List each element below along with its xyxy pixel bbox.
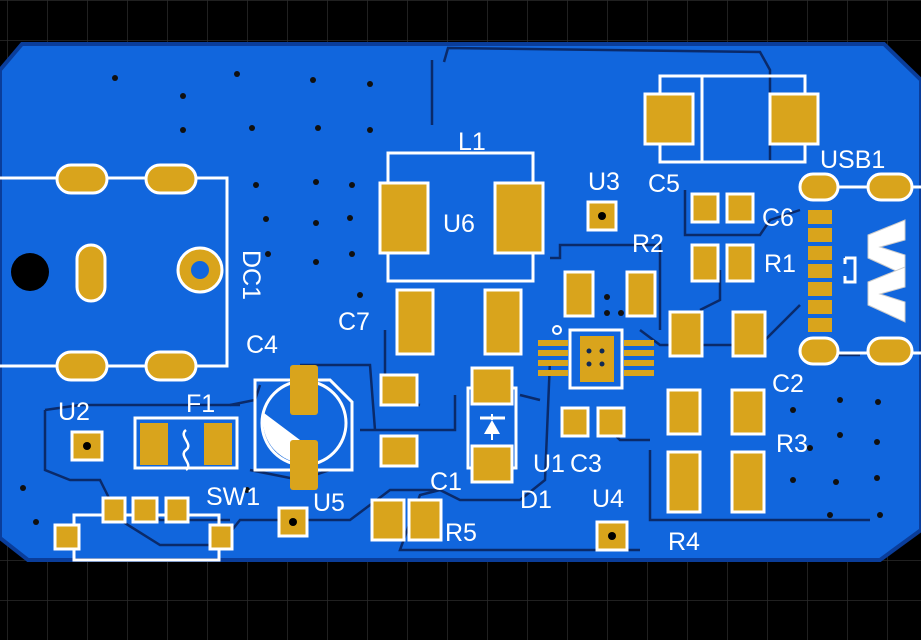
label-c5: C5 — [648, 170, 680, 198]
label-r2: R2 — [632, 230, 664, 258]
label-r3: R3 — [776, 430, 808, 458]
label-u6: U6 — [443, 210, 475, 238]
u1-ic[interactable] — [538, 325, 654, 390]
r5-resistor[interactable] — [370, 498, 443, 542]
l1-inductor[interactable] — [378, 151, 545, 283]
c6-capacitor[interactable] — [690, 192, 755, 224]
dc1-mount-hole — [11, 253, 49, 291]
c3-capacitor[interactable] — [560, 406, 626, 438]
label-u1: U1 — [533, 450, 565, 478]
c7-capacitor[interactable] — [395, 288, 523, 356]
usb1-connector[interactable] — [798, 172, 921, 366]
r1-resistor[interactable] — [690, 243, 755, 283]
dc1-connector[interactable] — [0, 163, 229, 382]
u2-testpoint[interactable] — [70, 430, 104, 462]
label-c3: C3 — [570, 450, 602, 478]
label-c1: C1 — [430, 468, 462, 496]
label-d1: D1 — [520, 486, 552, 514]
label-c2: C2 — [772, 370, 804, 398]
label-c4: C4 — [246, 331, 278, 359]
label-u2: U2 — [58, 398, 90, 426]
label-l1: L1 — [458, 128, 486, 156]
r3-resistor[interactable] — [666, 388, 766, 436]
c1-capacitor[interactable] — [379, 373, 419, 468]
label-f1: F1 — [186, 390, 215, 418]
c2-capacitor[interactable] — [668, 310, 767, 358]
c5-capacitor[interactable] — [643, 74, 820, 164]
f1-fuse[interactable] — [133, 416, 239, 471]
label-c7: C7 — [338, 308, 370, 336]
r2-resistor[interactable] — [563, 270, 657, 318]
label-r1: R1 — [764, 250, 796, 278]
d1-diode[interactable] — [466, 366, 518, 484]
u4-testpoint[interactable] — [595, 520, 629, 552]
label-usb1: USB1 — [820, 146, 885, 174]
label-r4: R4 — [668, 528, 700, 556]
label-dc1: DC1 — [237, 250, 265, 300]
via-layer — [20, 71, 883, 525]
label-u3: U3 — [588, 168, 620, 196]
r4-resistor[interactable] — [666, 450, 766, 514]
sw1-switch[interactable] — [53, 496, 234, 562]
c4-capacitor[interactable] — [253, 365, 354, 490]
label-u5: U5 — [313, 489, 345, 517]
label-u4: U4 — [592, 485, 624, 513]
label-sw1: SW1 — [206, 483, 260, 511]
label-c6: C6 — [762, 204, 794, 232]
label-r5: R5 — [445, 519, 477, 547]
